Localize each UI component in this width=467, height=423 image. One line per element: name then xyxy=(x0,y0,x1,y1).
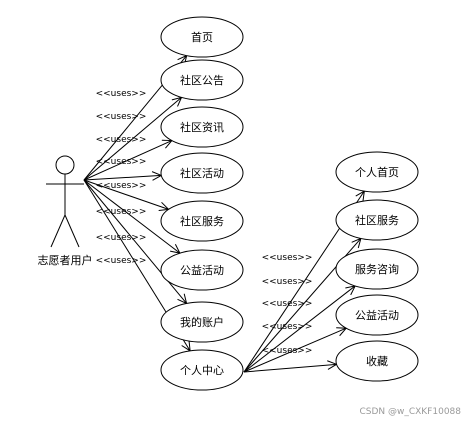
use-case-center-shape xyxy=(160,349,244,391)
center-association-line-3 xyxy=(243,327,347,373)
use-case-activity-label: 社区活动 xyxy=(180,166,224,180)
actor-association-line-1 xyxy=(83,96,182,181)
use-case-p-consult: 服务咨询 xyxy=(335,248,419,290)
use-case-notice: 社区公告 xyxy=(160,59,244,101)
stereotype-labels: <<uses>> <<uses>> <<uses>> <<uses>> <<uses>>… xyxy=(96,89,313,356)
use-case-home-label: 首页 xyxy=(191,30,213,44)
use-case-p-charity-label: 公益活动 xyxy=(355,308,399,322)
actor-association-line-3 xyxy=(83,174,162,181)
use-case-p-service-label: 社区服务 xyxy=(355,213,399,227)
actor-association-line-5 xyxy=(83,179,181,254)
center-stereotype-3: <<uses>> xyxy=(262,322,313,332)
actor-name: 志愿者用户 xyxy=(38,253,93,267)
use-case-home: 首页 xyxy=(160,16,244,58)
center-stereotype-2: <<uses>> xyxy=(262,299,313,309)
use-case-account-shape xyxy=(160,301,244,343)
use-case-news-label: 社区资讯 xyxy=(180,120,224,134)
use-case-service: 社区服务 xyxy=(160,200,244,242)
use-case-p-charity: 公益活动 xyxy=(335,294,419,336)
use-case-center-label: 个人中心 xyxy=(180,364,224,377)
association-lines xyxy=(83,54,365,373)
actor-stereotype-5: <<uses>> xyxy=(96,207,147,217)
use-case-activity: 社区活动 xyxy=(160,152,244,194)
actor-association-line-6 xyxy=(83,179,187,304)
center-stereotype-0: <<uses>> xyxy=(262,253,313,263)
use-case-charity: 公益活动 xyxy=(160,249,244,291)
use-case-p-favorite: 收藏 xyxy=(335,340,419,382)
use-case-service-label: 社区服务 xyxy=(180,214,224,228)
center-stereotype-1: <<uses>> xyxy=(262,277,313,287)
use-case-p-consult-shape xyxy=(335,248,419,290)
center-association-line-4 xyxy=(243,363,337,373)
use-case-account-label: 我的账户 xyxy=(180,315,224,329)
use-case-home-shape xyxy=(160,16,244,58)
actor-association-line-2 xyxy=(83,140,173,181)
actor-right-leg xyxy=(64,214,80,248)
use-case-charity-shape xyxy=(160,249,244,291)
actor-stereotype-2: <<uses>> xyxy=(96,135,147,145)
center-association-line-2 xyxy=(243,285,356,373)
use-case-account: 我的账户 xyxy=(160,301,244,343)
actor-stereotype-0: <<uses>> xyxy=(96,89,147,99)
use-case-activity-shape xyxy=(160,152,244,194)
actor-stereotype-3: <<uses>> xyxy=(96,157,147,167)
actor-left-leg xyxy=(50,214,66,248)
use-case-service-shape xyxy=(160,200,244,242)
use-case-notice-shape xyxy=(160,59,244,101)
use-case-p-favorite-shape xyxy=(335,340,419,382)
use-case-p-consult-label: 服务咨询 xyxy=(355,262,399,276)
actor-stereotype-6: <<uses>> xyxy=(96,233,147,243)
use-case-p-home-label: 个人首页 xyxy=(355,165,399,179)
actor-stereotype-4: <<uses>> xyxy=(96,181,147,191)
use-case-p-home: 个人首页 xyxy=(335,151,419,193)
use-case-p-service-shape xyxy=(335,199,419,241)
watermark: CSDN @w_CXKF10088 xyxy=(359,407,461,417)
actor-association-line-4 xyxy=(83,179,169,210)
use-case-charity-label: 公益活动 xyxy=(180,263,224,277)
center-stereotype-4: <<uses>> xyxy=(262,346,313,356)
use-case-p-charity-shape xyxy=(335,294,419,336)
use-case-news-shape xyxy=(160,106,244,148)
use-case-p-favorite-label: 收藏 xyxy=(366,354,388,368)
use-case-news: 社区资讯 xyxy=(160,106,244,148)
actor-stereotype-7: <<uses>> xyxy=(96,256,147,266)
actor-figure xyxy=(46,155,84,248)
use-case-p-home-shape xyxy=(335,151,419,193)
use-case-p-service: 社区服务 xyxy=(335,199,419,241)
use-case-notice-label: 社区公告 xyxy=(180,73,224,87)
actor-head xyxy=(55,155,75,175)
use-case-center: 个人中心 xyxy=(160,349,244,391)
actor-stereotype-1: <<uses>> xyxy=(96,112,147,122)
